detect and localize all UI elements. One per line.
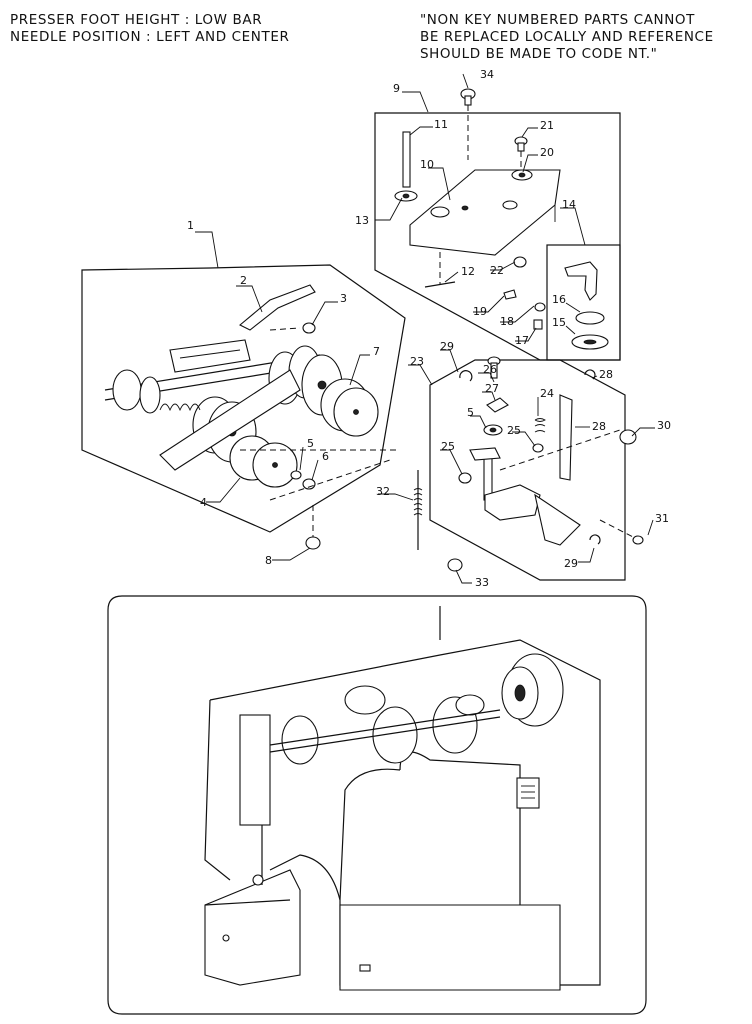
callout-20: 20 <box>540 146 554 159</box>
callout-2: 2 <box>240 274 247 287</box>
callout-28b: 28 <box>592 420 606 433</box>
callout-28a: 28 <box>599 368 613 381</box>
callout-32: 32 <box>376 485 390 498</box>
needle-position-note: NEEDLE POSITION : LEFT AND CENTER <box>10 29 290 45</box>
panel-1-gear-assembly <box>81 264 406 550</box>
callout-leaders <box>195 73 655 584</box>
callout-5a: 5 <box>307 437 314 450</box>
callout-23: 23 <box>410 355 424 368</box>
callout-10: 10 <box>420 158 434 171</box>
callout-25a: 25 <box>441 440 455 453</box>
callout-26: 26 <box>483 363 497 376</box>
callout-21: 21 <box>540 119 554 132</box>
callout-8: 8 <box>265 554 272 567</box>
callout-22: 22 <box>490 264 504 277</box>
callout-9: 9 <box>393 82 400 95</box>
sewing-machine-overview <box>107 595 647 1015</box>
non-key-parts-note-line1: "NON KEY NUMBERED PARTS CANNOT <box>420 12 696 28</box>
callout-24: 24 <box>540 387 554 400</box>
callout-4: 4 <box>200 496 207 509</box>
callout-14: 14 <box>562 198 576 211</box>
callout-6: 6 <box>322 450 329 463</box>
panel-9-needle-bar-assembly <box>374 88 621 361</box>
header-notes-right: "NON KEY NUMBERED PARTS CANNOT BE REPLAC… <box>420 12 714 63</box>
callout-25b: 25 <box>507 424 521 437</box>
callout-5b: 5 <box>467 406 474 419</box>
spring-and-screw-group <box>413 470 463 572</box>
callout-numbers: 1 2 3 4 5 6 7 8 9 10 11 12 13 14 15 16 1… <box>187 68 671 589</box>
callout-33: 33 <box>475 576 489 589</box>
callout-17: 17 <box>515 334 529 347</box>
callout-27: 27 <box>485 382 499 395</box>
panel-23-presser-foot-assembly <box>429 356 644 581</box>
callout-1: 1 <box>187 219 194 232</box>
callout-16: 16 <box>552 293 566 306</box>
callout-15: 15 <box>552 316 566 329</box>
non-key-parts-note-line2: BE REPLACED LOCALLY AND REFERENCE <box>420 29 714 45</box>
callout-3: 3 <box>340 292 347 305</box>
callout-19: 19 <box>473 305 487 318</box>
callout-34: 34 <box>480 68 494 81</box>
non-key-parts-note-line3: SHOULD BE MADE TO CODE NT." <box>420 46 658 62</box>
callout-31: 31 <box>655 512 669 525</box>
header-notes-left: PRESSER FOOT HEIGHT : LOW BAR NEEDLE POS… <box>10 12 289 46</box>
callout-30: 30 <box>657 419 671 432</box>
callout-29a: 29 <box>440 340 454 353</box>
callout-11: 11 <box>434 118 448 131</box>
callout-18: 18 <box>500 315 514 328</box>
presser-foot-height-note: PRESSER FOOT HEIGHT : LOW BAR <box>10 12 263 28</box>
callout-13: 13 <box>355 214 369 227</box>
callout-12: 12 <box>461 265 475 278</box>
callout-7: 7 <box>373 345 380 358</box>
callout-29b: 29 <box>564 557 578 570</box>
